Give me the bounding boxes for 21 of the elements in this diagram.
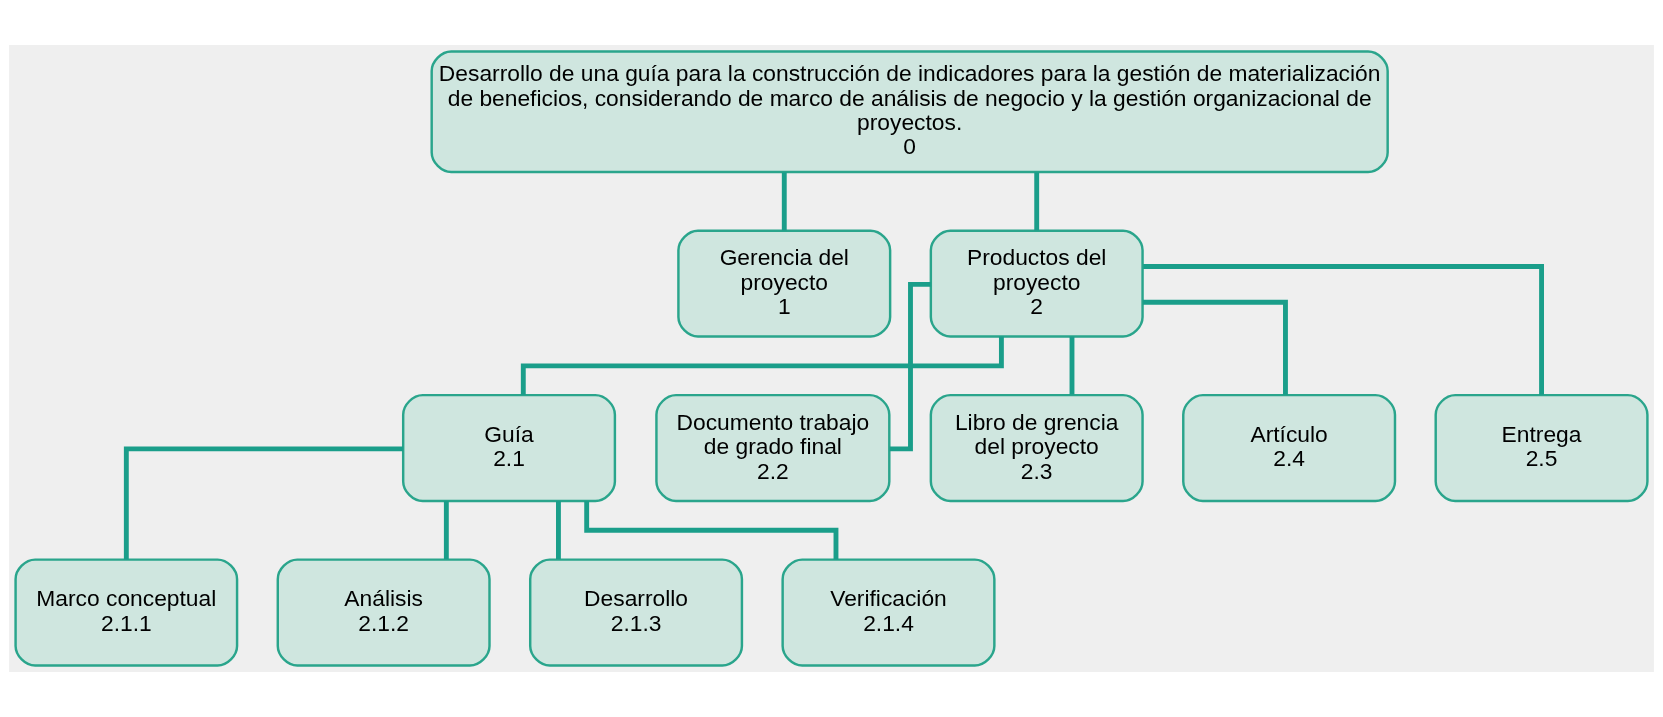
node-box: Desarrollo 2.1.3 xyxy=(529,558,744,667)
connector xyxy=(1069,336,1075,395)
node-box: Gerencia del proyecto 1 xyxy=(677,229,892,338)
node-box: Marco conceptual 2.1.1 xyxy=(14,558,239,667)
node-box: Verificación 2.1.4 xyxy=(781,558,996,667)
node-box: Artículo 2.4 xyxy=(1182,393,1397,503)
node-box: Productos del proyecto 2 xyxy=(929,229,1144,338)
connector xyxy=(123,446,403,560)
connector xyxy=(1034,172,1040,231)
node-box: Libro de grencia del proyecto 2.3 xyxy=(929,393,1144,503)
connector xyxy=(781,172,787,231)
node-box: Guía 2.1 xyxy=(401,393,617,503)
connector xyxy=(443,501,449,560)
node-box: Documento trabajo de grado final 2.2 xyxy=(655,393,891,503)
node-box: Análisis 2.1.2 xyxy=(276,558,491,667)
connector xyxy=(1142,299,1288,396)
connector xyxy=(889,281,931,452)
node-box: Entrega 2.5 xyxy=(1434,393,1649,503)
connector xyxy=(556,501,561,560)
node-box: Desarrollo de una guía para la construcción de indicadores para la gestión de materialización de beneficios, considerando de marco de análisis de negocio y la gestión organizacional de proyectos. 0 xyxy=(430,50,1389,174)
connector xyxy=(1143,264,1544,396)
